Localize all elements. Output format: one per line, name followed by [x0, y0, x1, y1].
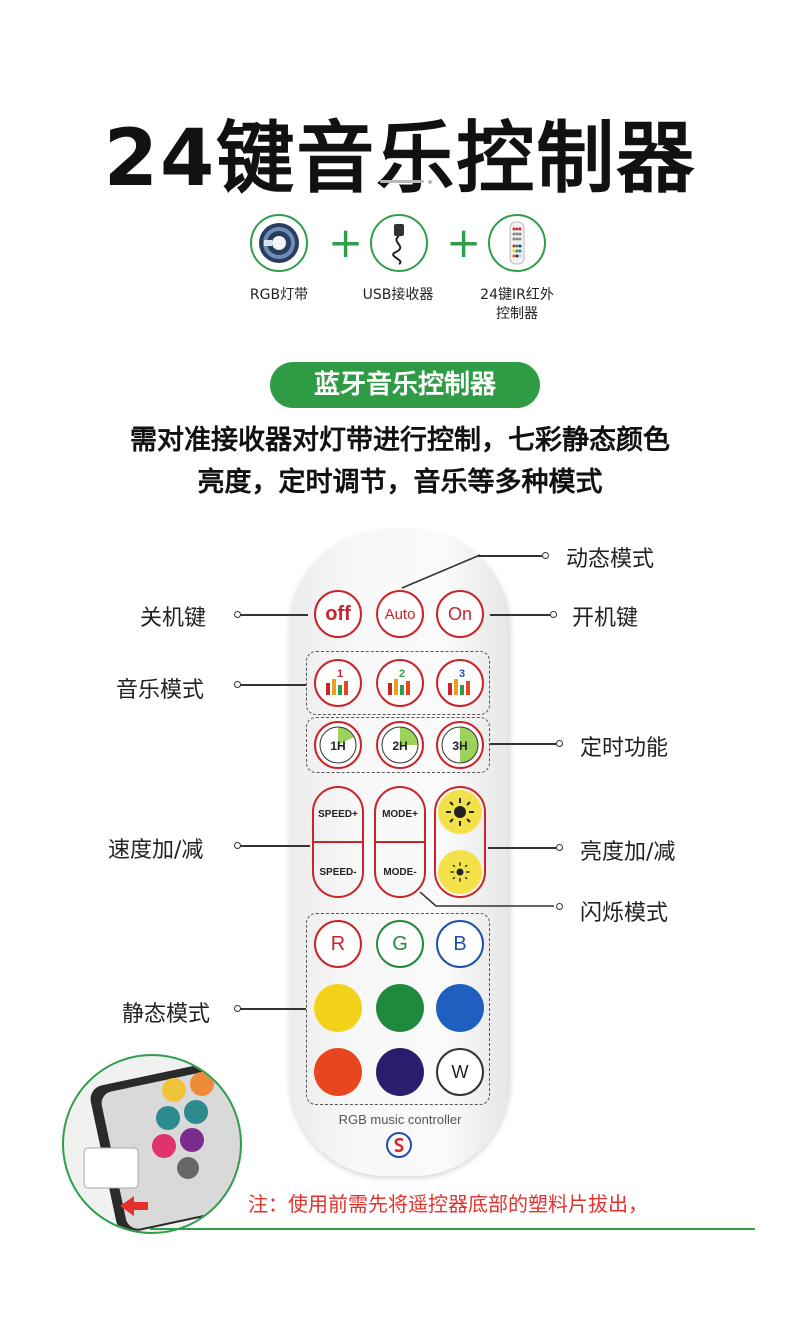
usage-note: 注：使用前需先将遥控器底部的塑料片拔出， [248, 1192, 648, 1216]
leader-dot [556, 903, 563, 910]
leader-diagonal [401, 554, 481, 589]
timer-3h-label: 3H [452, 739, 467, 753]
leader-dot [556, 740, 563, 747]
leader-dot [234, 1005, 241, 1012]
leader-line [488, 847, 556, 849]
label-power-on: 开机键 [572, 606, 639, 631]
auto-label: Auto [384, 605, 416, 623]
title-underline [380, 180, 424, 183]
component-label-ir-remote-line1: 24键IR红外 [480, 287, 554, 303]
brightness-pill [434, 786, 486, 898]
page-title: 24键音乐控制器 [103, 114, 697, 204]
music-mode-3-button[interactable]: 3 [436, 659, 484, 707]
auto-button[interactable]: Auto [376, 590, 424, 638]
timer-group [306, 717, 490, 773]
label-brightness: 亮度加/减 [580, 840, 676, 865]
brightness-down-button[interactable] [438, 850, 482, 894]
component-label-usb-receiver: USB接收器 [362, 287, 434, 303]
speed-up-button[interactable]: SPEED+ [318, 808, 358, 820]
music-mode-2-button[interactable]: 2 [376, 659, 424, 707]
label-speed: 速度加/减 [108, 838, 204, 863]
leader-dot [234, 611, 241, 618]
leader-dot [542, 552, 549, 559]
timer-3h-button[interactable]: 3H [436, 721, 484, 769]
timer-1h-button[interactable]: 1H [314, 721, 362, 769]
blue-button[interactable]: B [436, 920, 484, 968]
label-flash-mode: 闪烁模式 [580, 901, 669, 926]
indigo-button[interactable] [376, 1048, 424, 1096]
clock-icon: 3H [441, 726, 479, 764]
description-line-1: 需对准接收器对灯带进行控制，七彩静态颜色 [130, 425, 670, 456]
music-mode-3-number: 3 [459, 668, 465, 680]
equalizer-icon: 1 [326, 668, 348, 695]
note-underline [150, 1228, 755, 1230]
label-music-mode: 音乐模式 [116, 678, 205, 703]
speed-divider [312, 841, 364, 843]
led-strip-icon [250, 214, 308, 272]
mode-divider [374, 841, 426, 843]
description-line-2: 亮度，定时调节，音乐等多种模式 [197, 467, 603, 498]
power-off-label: off [325, 602, 351, 625]
red-button[interactable]: R [314, 920, 362, 968]
music-mode-group [306, 651, 490, 715]
equalizer-icon: 3 [448, 668, 470, 695]
component-label-ir-remote-line2: 控制器 [496, 306, 538, 322]
green-button[interactable]: G [376, 920, 424, 968]
label-dynamic-mode: 动态模式 [566, 547, 655, 572]
usb-receiver-icon [370, 214, 428, 272]
sun-icon [446, 798, 474, 826]
red-label: R [330, 932, 346, 955]
leader-dot [550, 611, 557, 618]
leader-line [240, 1008, 306, 1010]
leader-dot [556, 844, 563, 851]
green-color-button[interactable] [376, 984, 424, 1032]
music-mode-1-button[interactable]: 1 [314, 659, 362, 707]
mode-down-button[interactable]: MODE- [383, 866, 417, 878]
title-dot [428, 180, 432, 184]
clock-icon: 2H [381, 726, 419, 764]
section-pill: 蓝牙音乐控制器 [270, 362, 540, 408]
leader-line [240, 684, 306, 686]
power-on-button[interactable]: On [436, 590, 484, 638]
timer-1h-label: 1H [330, 739, 345, 753]
sun-small-icon [450, 862, 470, 882]
battery-tab-inset [62, 1054, 242, 1234]
leader-flash [419, 891, 554, 907]
speed-down-button[interactable]: SPEED- [319, 866, 357, 878]
green-label: G [392, 932, 408, 955]
music-mode-1-number: 1 [337, 668, 343, 680]
yellow-button[interactable] [314, 984, 362, 1032]
clock-icon: 1H [319, 726, 357, 764]
leader-line [478, 555, 542, 557]
blue-label: B [453, 932, 467, 955]
leader-line [490, 743, 556, 745]
label-power-off: 关机键 [140, 606, 207, 631]
leader-line [240, 845, 310, 847]
music-mode-2-number: 2 [399, 668, 405, 680]
white-button[interactable]: W [436, 1048, 484, 1096]
leader-dot [234, 681, 241, 688]
power-on-label: On [447, 603, 472, 624]
leader-line [238, 614, 308, 616]
plus-sign: + [446, 218, 482, 267]
brand-logo-icon [386, 1132, 412, 1158]
mode-up-button[interactable]: MODE+ [382, 808, 418, 820]
label-static-mode: 静态模式 [122, 1002, 211, 1027]
leader-dot [234, 842, 241, 849]
orange-button[interactable] [314, 1048, 362, 1096]
leader-line [490, 614, 550, 616]
component-label-led-strip: RGB灯带 [249, 287, 309, 303]
white-label: W [451, 1061, 469, 1082]
equalizer-icon: 2 [388, 668, 410, 695]
power-off-button[interactable]: off [314, 590, 362, 638]
ir-remote-icon [488, 214, 546, 272]
label-timer: 定时功能 [580, 736, 669, 761]
plus-sign: + [328, 218, 364, 267]
brightness-up-button[interactable] [438, 790, 482, 834]
timer-2h-button[interactable]: 2H [376, 721, 424, 769]
blue-color-button[interactable] [436, 984, 484, 1032]
brand-text: RGB music controller [338, 1112, 462, 1127]
timer-2h-label: 2H [392, 739, 407, 753]
static-color-group [306, 913, 490, 1105]
